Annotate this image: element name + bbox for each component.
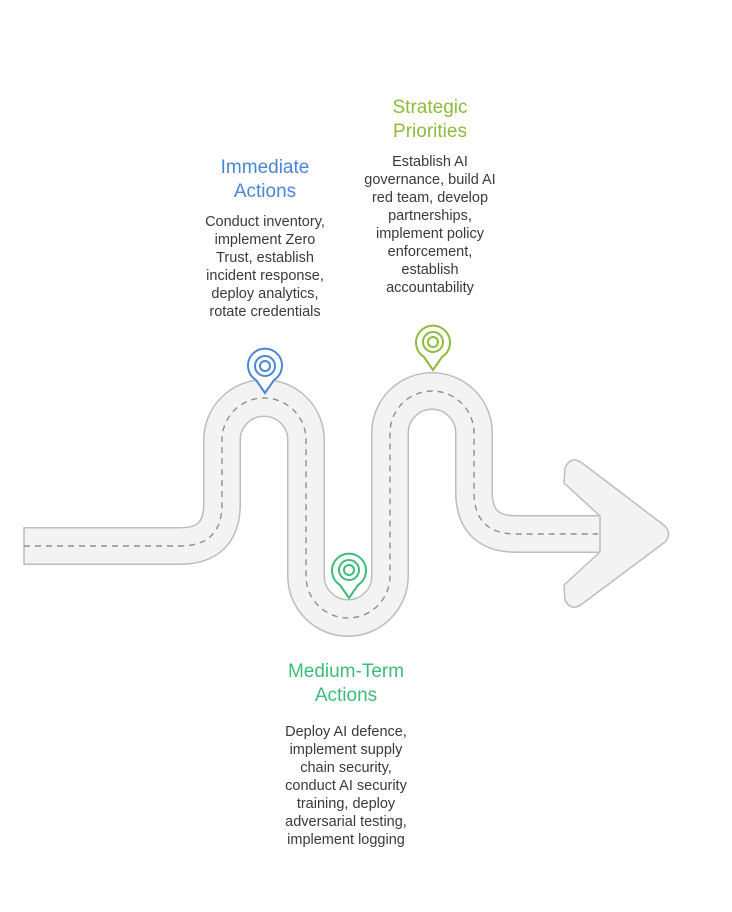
text-line: incident response, <box>182 267 348 285</box>
text-line: implement supply <box>262 741 430 759</box>
text-line: conduct AI security <box>262 777 430 795</box>
text-line: partnerships, <box>350 207 510 225</box>
road-surface <box>24 391 600 618</box>
pin-medium-icon <box>332 554 366 598</box>
stage-strategic-description: Establish AI governance, build AI red te… <box>350 153 510 297</box>
text-line: establish <box>350 261 510 279</box>
stage-medium: Medium-Term Actions Deploy AI defence, i… <box>262 660 430 849</box>
text-line: implement logging <box>262 831 430 849</box>
stage-immediate-description: Conduct inventory, implement Zero Trust,… <box>182 213 348 321</box>
text-line: rotate credentials <box>182 303 348 321</box>
text-line: Conduct inventory, <box>182 213 348 231</box>
title-line: Actions <box>262 684 430 708</box>
text-line: Deploy AI defence, <box>262 723 430 741</box>
pin-strategic-icon <box>416 326 450 370</box>
stage-strategic-title: Strategic Priorities <box>350 96 510 144</box>
stage-immediate-title: Immediate Actions <box>182 156 348 204</box>
text-line: implement Zero <box>182 231 348 249</box>
title-line: Immediate <box>182 156 348 180</box>
text-line: governance, build AI <box>350 171 510 189</box>
title-line: Actions <box>182 180 348 204</box>
text-line: accountability <box>350 279 510 297</box>
text-line: red team, develop <box>350 189 510 207</box>
text-line: chain security, <box>262 759 430 777</box>
text-line: Trust, establish <box>182 249 348 267</box>
title-line: Strategic <box>350 96 510 120</box>
stage-medium-title: Medium-Term Actions <box>262 660 430 708</box>
text-line: Establish AI <box>350 153 510 171</box>
title-line: Priorities <box>350 120 510 144</box>
title-line: Medium-Term <box>262 660 430 684</box>
stage-medium-description: Deploy AI defence, implement supply chai… <box>262 723 430 849</box>
text-line: adversarial testing, <box>262 813 430 831</box>
text-line: enforcement, <box>350 243 510 261</box>
text-line: deploy analytics, <box>182 285 348 303</box>
stage-strategic: Strategic Priorities Establish AI govern… <box>350 96 510 297</box>
text-line: implement policy <box>350 225 510 243</box>
text-line: training, deploy <box>262 795 430 813</box>
stage-immediate: Immediate Actions Conduct inventory, imp… <box>182 156 348 321</box>
